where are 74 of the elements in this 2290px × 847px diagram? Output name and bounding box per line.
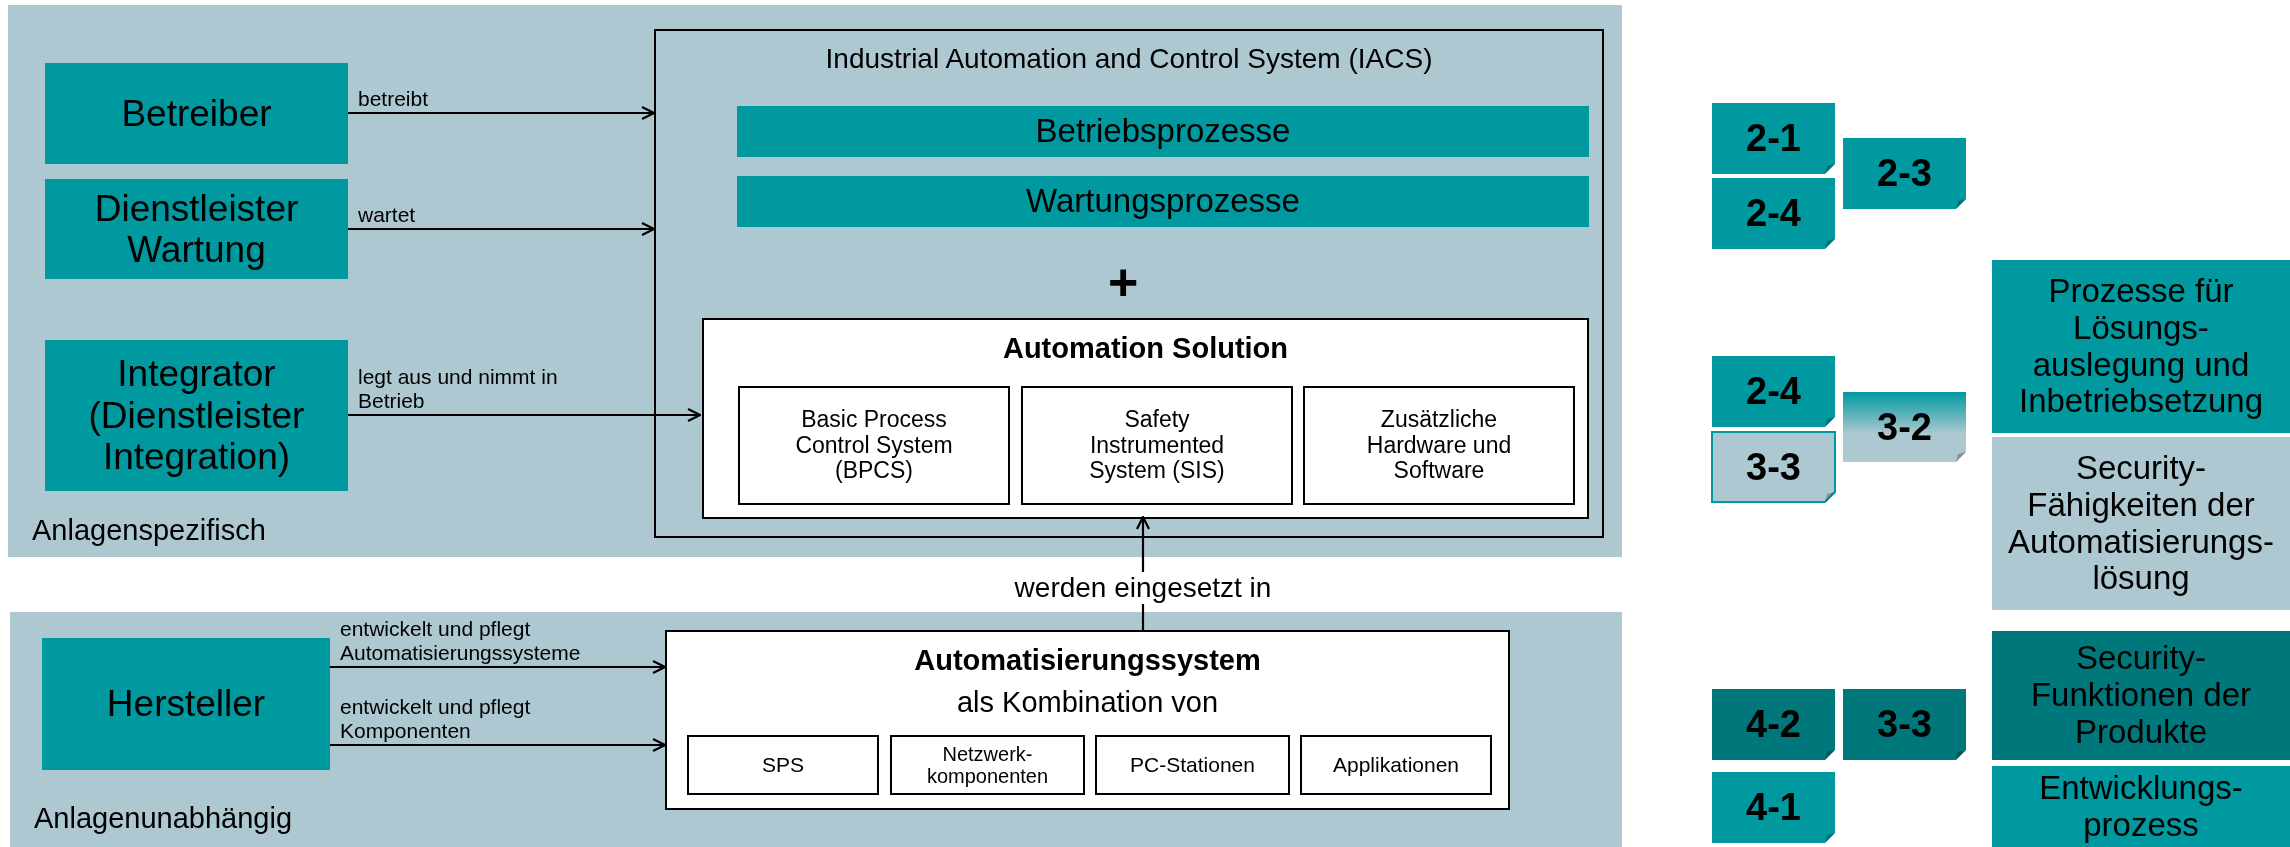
component-box — [1095, 735, 1290, 795]
box-label: Netzwerk- komponenten — [925, 742, 1050, 788]
chapter-number: 2-1 — [1746, 117, 1801, 160]
chapter-tile — [1712, 103, 1835, 174]
box-label: Wartungsprozesse — [1025, 183, 1301, 220]
system-box — [665, 630, 1510, 810]
chapter-tile — [1712, 689, 1835, 760]
component-box — [1021, 386, 1293, 505]
chapter-tile — [1712, 432, 1835, 502]
box-label: Integrator (Dienstleister Integration) — [87, 353, 306, 478]
process-box — [1992, 766, 2290, 847]
box-label: Entwicklungs- prozess — [2038, 769, 2244, 844]
chapter-tile — [1843, 689, 1966, 760]
chapter-tile — [1843, 138, 1966, 209]
box-label: Hersteller — [105, 683, 267, 725]
process-box — [45, 340, 348, 491]
arrow — [330, 659, 667, 675]
box-label: PC-Stationen — [1129, 753, 1256, 777]
edge-label: entwickelt und pflegt Automatisierungssysteme — [340, 616, 582, 665]
chapter-tile — [1843, 392, 1966, 462]
component-box — [687, 735, 879, 795]
box-label: Safety Instrumented System (SIS) — [1088, 406, 1226, 485]
chapter-number: 3-3 — [1877, 703, 1932, 746]
edge-label: entwickelt und pflegt Komponenten — [340, 694, 532, 743]
chapter-tile — [1712, 772, 1835, 843]
component-box — [1300, 735, 1492, 795]
background-band — [8, 5, 1622, 557]
edge-label: betreibt — [358, 86, 430, 111]
chapter-number: 2-4 — [1746, 192, 1801, 235]
plus-sign: + — [1108, 256, 1139, 308]
box-label: Dienstleister Wartung — [93, 187, 300, 271]
process-box — [42, 638, 330, 770]
component-box — [738, 386, 1010, 505]
region-label: Anlagenspezifisch — [32, 514, 266, 547]
box-label: Betriebsprozesse — [1034, 113, 1292, 150]
box-title: Automatisierungssystem — [913, 644, 1262, 677]
chapter-number: 3-2 — [1877, 405, 1932, 449]
process-box — [1992, 437, 2290, 610]
box-label: Zusätzliche Hardware und Software — [1365, 406, 1513, 485]
chapter-tile — [1712, 178, 1835, 249]
background-band — [10, 612, 1622, 847]
component-box — [890, 735, 1085, 795]
chapter-number: 4-1 — [1746, 786, 1801, 829]
box-label: Applikationen — [1331, 753, 1461, 777]
box-label: Security- Fähigkeiten der Automatisierungs- lösung — [2007, 449, 2275, 598]
box-label: Betreiber — [120, 92, 273, 135]
box-subtitle: als Kombination von — [955, 686, 1220, 719]
box-label: SPS — [761, 753, 805, 777]
region-label: Anlagenunabhängig — [34, 802, 293, 835]
arrow — [330, 737, 667, 753]
chapter-number: 3-3 — [1746, 445, 1801, 489]
system-title: Industrial Automation and Control System (IACS) — [824, 43, 1434, 75]
process-box — [737, 176, 1589, 227]
chapter-number: 2-4 — [1746, 370, 1801, 413]
chapter-number: 4-2 — [1746, 703, 1801, 746]
component-box — [1303, 386, 1575, 505]
chapter-number: 2-3 — [1877, 152, 1932, 195]
arrow — [348, 221, 656, 237]
box-label: Prozesse für Lösungs- auslegung und Inbetriebsetzung — [2018, 272, 2264, 421]
system-frame — [654, 29, 1604, 538]
chapter-tile — [1712, 356, 1835, 427]
process-box — [45, 63, 348, 164]
box-label: Basic Process Control System (BPCS) — [794, 406, 954, 485]
box-label: Security- Funktionen der Produkte — [2029, 640, 2253, 751]
process-box — [737, 106, 1589, 157]
process-box — [1992, 631, 2290, 760]
edge-label: legt aus und nimmt in Betrieb — [358, 364, 559, 413]
arrow — [348, 407, 702, 423]
box-title: Automation Solution — [1001, 332, 1290, 365]
process-box — [1992, 260, 2290, 433]
edge-label: wartet — [358, 202, 417, 227]
arrow — [348, 105, 656, 121]
process-box — [45, 179, 348, 279]
system-box — [702, 318, 1589, 519]
